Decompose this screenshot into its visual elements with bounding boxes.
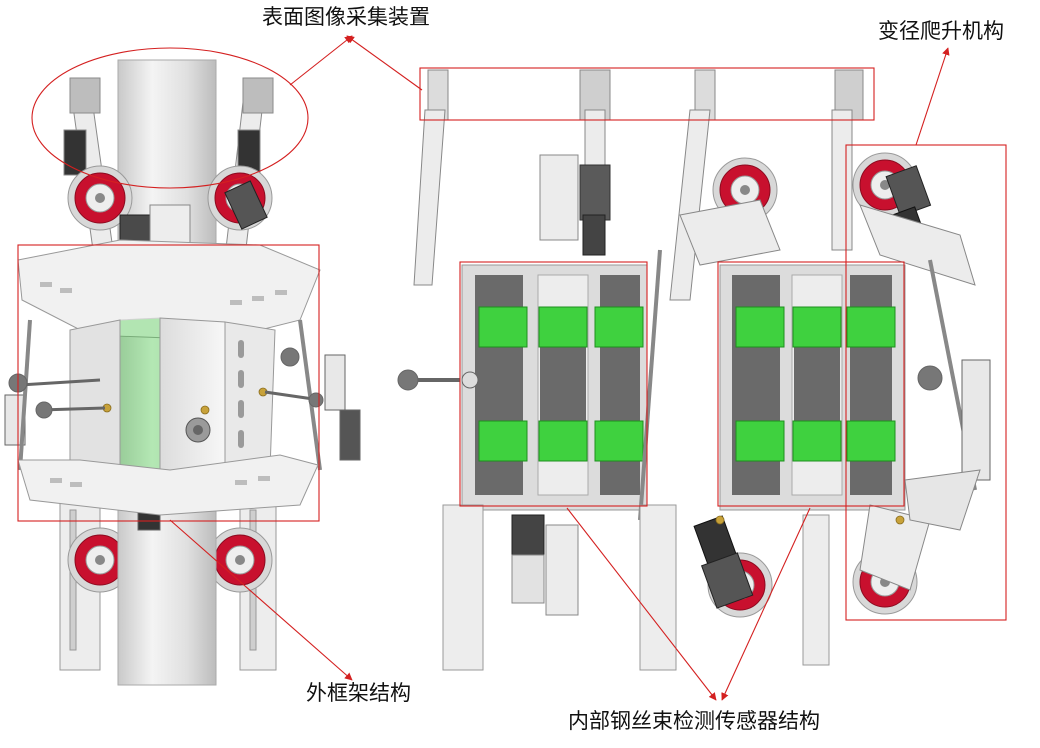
sensor-box-left: [459, 261, 648, 507]
label-outer-frame: 外框架结构: [306, 681, 411, 705]
camera-module-icon: [511, 514, 579, 616]
sensor-block-icon: [846, 306, 896, 348]
sensor-block-icon: [735, 306, 785, 348]
label-variable-diameter-climbing: 变径爬升机构: [878, 19, 1004, 43]
label-internal-sensor: 内部钢丝束检测传感器结构: [568, 709, 820, 733]
sensor-box-right: [717, 261, 905, 507]
sensor-block-icon: [538, 306, 588, 348]
motor-icon: [693, 515, 754, 609]
surface-device-ellipse: [31, 47, 309, 189]
outer-housing: [69, 317, 276, 486]
sensor-block-icon: [594, 420, 644, 462]
bolt-icon: [895, 515, 905, 525]
sensor-block-icon: [846, 420, 896, 462]
sensor-block-icon: [538, 420, 588, 462]
outer-frame-box: [17, 244, 320, 522]
sensor-block-icon: [478, 306, 528, 348]
right-assembly: [397, 69, 991, 671]
surface-device-box: [419, 67, 875, 121]
label-surface-image-device: 表面图像采集装置: [262, 5, 430, 29]
climbing-box: [845, 144, 1007, 621]
annotations: [17, 35, 1007, 701]
bolt-icon: [200, 405, 210, 415]
sensor-block-icon: [594, 306, 644, 348]
camera-module-icon: [539, 154, 611, 256]
left-assembly: [4, 59, 361, 686]
bolt-icon: [715, 515, 725, 525]
sensor-block-icon: [478, 420, 528, 462]
lower-legs: [442, 504, 830, 671]
sensor-housing-left: [461, 264, 648, 511]
lower-deck: [17, 454, 319, 516]
sensor-housing-right: [719, 264, 906, 511]
sensor-block-icon: [792, 420, 842, 462]
climbing-wheel-icon: [207, 527, 273, 593]
side-rods: [397, 249, 991, 521]
sensor-block-icon: [792, 306, 842, 348]
sensor-block-icon: [735, 420, 785, 462]
